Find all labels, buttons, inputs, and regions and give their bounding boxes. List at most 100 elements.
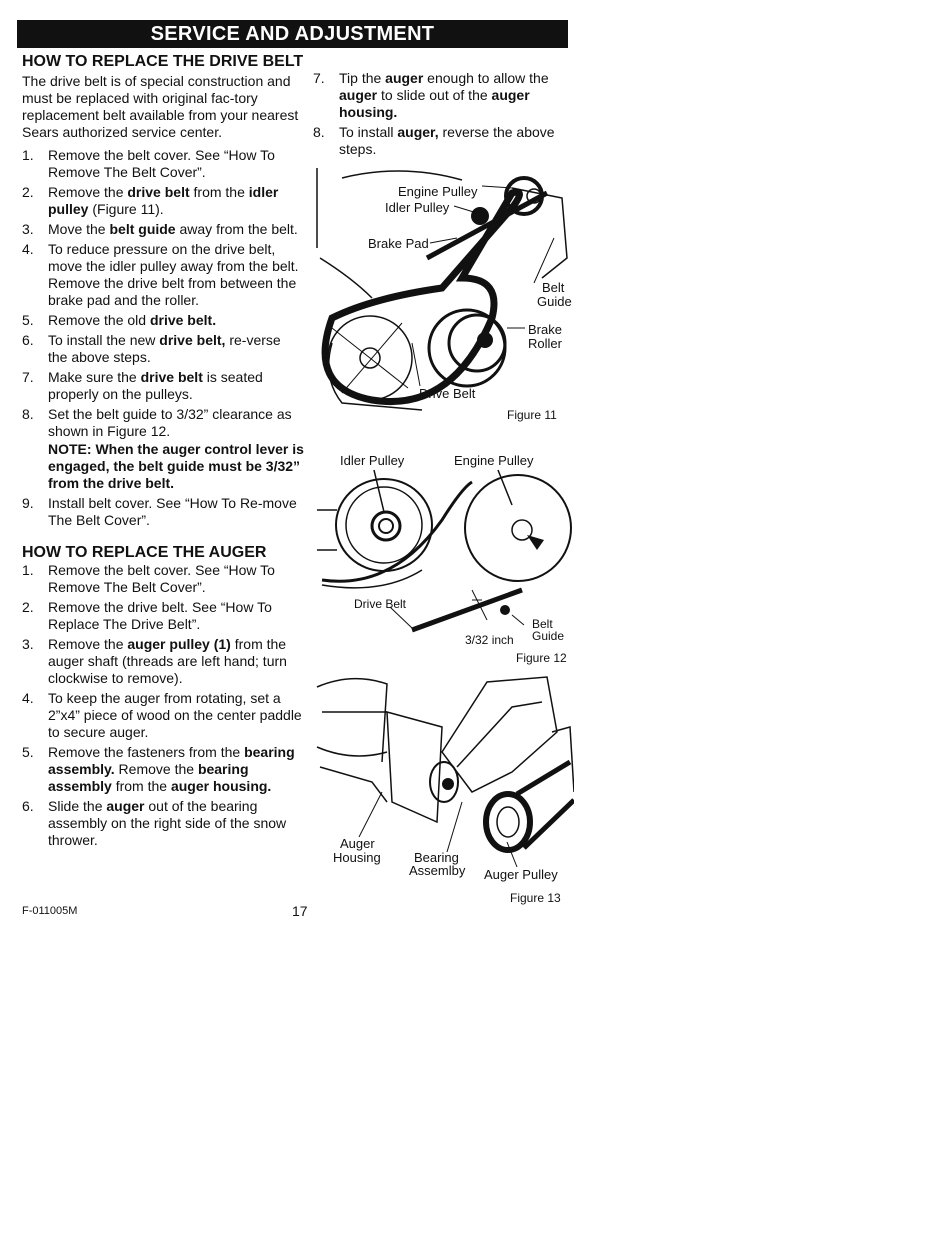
fig11-belt-guide-label-2: Guide — [537, 294, 572, 309]
drive-belt-steps: 1.Remove the belt cover. See “How To Rem… — [22, 147, 304, 529]
step-number: 9. — [22, 495, 34, 511]
figure-13-drawing: Auger Housing Bearing Assemlby Auger Pul… — [316, 676, 576, 905]
step-emphasis: auger — [339, 87, 378, 103]
step-text: (Figure 11). — [88, 201, 164, 217]
step-text: is seated properly on the pulleys. — [48, 369, 263, 402]
step-emphasis: drive belt, — [159, 332, 226, 348]
drive-belt-heading: HOW TO REPLACE THE DRIVE BELT — [22, 53, 304, 70]
fig11-brake-roller-label: Brake — [528, 322, 562, 337]
step-text: Set the belt guide to 3/32” clearance as… — [48, 406, 292, 439]
step-item: 1. Remove the belt cover. See “How To Rem… — [22, 562, 304, 596]
fig13-bearing-label-2: Assemlby — [409, 863, 466, 878]
step-emphasis: drive belt — [127, 184, 190, 200]
auger-steps-right: 7.Tip the auger enough to allow the auge… — [313, 70, 573, 158]
step-number: 5. — [22, 744, 34, 760]
step-item: 6.To install the new drive belt, re-vers… — [22, 332, 304, 366]
fig11-idler-pulley-label: Idler Pulley — [385, 200, 450, 215]
step-item: 5. Remove the old drive belt. — [22, 312, 304, 329]
step-number: 6. — [22, 798, 34, 814]
fig13-caption: Figure 13 — [510, 891, 561, 905]
step-text: Move the — [48, 221, 110, 237]
page-number: 17 — [292, 903, 308, 919]
step-text: Remove the drive belt. See “How To Repla… — [48, 599, 272, 632]
step-emphasis: auger housing. — [170, 778, 272, 794]
step-text: Make sure the — [48, 369, 141, 385]
fig12-belt-guide-label: Belt — [532, 617, 553, 631]
step-item: 3. Remove the auger pulley (1) from the a… — [22, 636, 304, 687]
step-item: 8. Set the belt guide to 3/32” clearance … — [22, 406, 304, 492]
step-item: 6.Slide the auger out of the bearing ass… — [22, 798, 304, 849]
step-text: To reduce pressure on the drive belt, mo… — [48, 241, 299, 308]
auger-heading: HOW TO REPLACE THE AUGER — [22, 544, 267, 561]
step-item: 4. To keep the auger from rotating, set a… — [22, 690, 304, 741]
step-text: from the — [189, 184, 249, 200]
step-item: 7.Tip the auger enough to allow the auge… — [313, 70, 573, 121]
step-item: 8.To install auger, reverse the above st… — [313, 124, 573, 158]
step-item: 4. To reduce pressure on the drive belt, … — [22, 241, 304, 309]
figure-11-drawing: Engine Pulley Idler Pulley Brake Pad Bel… — [316, 168, 572, 422]
step-emphasis: auger — [106, 798, 145, 814]
fig11-drive-belt-label: Drive Belt — [419, 386, 476, 401]
fig13-auger-housing-label-2: Housing — [333, 850, 381, 865]
step-item: 9. Install belt cover. See “How To Re-mov… — [22, 495, 304, 529]
fig12-engine-pulley-label: Engine Pulley — [454, 453, 534, 468]
step-emphasis: auger housing. — [339, 87, 530, 120]
step-number: 8. — [313, 124, 325, 140]
step-emphasis: idler pulley — [48, 184, 279, 217]
fig11-engine-pulley-label: Engine Pulley — [398, 184, 478, 199]
step-emphasis: belt guide — [109, 221, 176, 237]
step-text: To keep the auger from rotating, set a 2… — [48, 690, 302, 740]
step-emphasis: drive belt — [140, 369, 203, 385]
fig11-belt-guide-label: Belt — [542, 280, 565, 295]
auger-steps-left: 1. Remove the belt cover. See “How To Rem… — [22, 562, 304, 849]
step-number: 8. — [22, 406, 34, 422]
step-emphasis: auger, — [397, 124, 439, 140]
step-item: 7. Make sure the drive belt is seated pro… — [22, 369, 304, 403]
step-text: Tip the — [339, 70, 386, 86]
step-number: 3. — [22, 636, 34, 652]
drive-belt-intro: The drive belt is of special constructio… — [22, 73, 299, 140]
step-text: To install — [339, 124, 398, 140]
step-number: 5. — [22, 312, 34, 328]
step-text: Remove the — [48, 184, 128, 200]
step-number: 4. — [22, 241, 34, 257]
step-number: 3. — [22, 221, 34, 237]
step-item: 2. Remove the drive belt from the idler p… — [22, 184, 304, 218]
fig13-auger-housing-label: Auger — [340, 836, 375, 851]
step-text: Remove the belt cover. See “How To Remov… — [48, 562, 275, 595]
step-text: Remove the belt cover. See “How To Remov… — [48, 147, 275, 180]
figure-11: Engine Pulley Idler Pulley Brake Pad Bel… — [312, 168, 574, 428]
step-text: out of the bearing assembly on the right… — [48, 798, 287, 848]
step-text: Remove the old — [48, 312, 150, 328]
step-number: 2. — [22, 184, 34, 200]
fig12-clearance-label: 3/32 inch — [465, 633, 514, 647]
document-code: F-011005M — [22, 905, 78, 917]
step-emphasis: auger — [385, 70, 424, 86]
step-number: 1. — [22, 562, 34, 578]
step-text: from the auger shaft (threads are left h… — [48, 636, 287, 686]
fig11-brake-pad-label: Brake Pad — [368, 236, 429, 251]
step-item: 1.Remove the belt cover. See “How To Rem… — [22, 147, 304, 181]
fig12-drive-belt-label: Drive Belt — [354, 597, 407, 611]
step-text: away from the belt. — [175, 221, 298, 237]
step-number: 4. — [22, 690, 34, 706]
left-column: HOW TO REPLACE THE DRIVE BELT The drive … — [22, 52, 304, 852]
step-text: To install the new — [48, 332, 160, 348]
fig12-caption: Figure 12 — [516, 651, 567, 665]
step-emphasis: auger pulley (1) — [127, 636, 231, 652]
step-emphasis: bearing assembly — [48, 761, 249, 794]
fig13-auger-pulley-label: Auger Pulley — [484, 867, 558, 882]
step-number: 6. — [22, 332, 34, 348]
step-text: Remove the — [48, 636, 128, 652]
step-item: 2. Remove the drive belt. See “How To Rep… — [22, 599, 304, 633]
step-number: 7. — [22, 369, 34, 385]
figure-12-drawing: Idler Pulley Engine Pulley Drive Belt — [317, 453, 572, 665]
step-text: Install belt cover. See “How To Re-move … — [48, 495, 297, 528]
fig11-brake-roller-label-2: Roller — [528, 336, 563, 351]
step-text: from the — [111, 778, 171, 794]
step-number: 7. — [313, 70, 325, 86]
section-banner: SERVICE AND ADJUSTMENT — [17, 20, 568, 48]
step-emphasis: drive belt. — [149, 312, 217, 328]
figure-13: Auger Housing Bearing Assemlby Auger Pul… — [312, 672, 576, 908]
step-number: 2. — [22, 599, 34, 615]
